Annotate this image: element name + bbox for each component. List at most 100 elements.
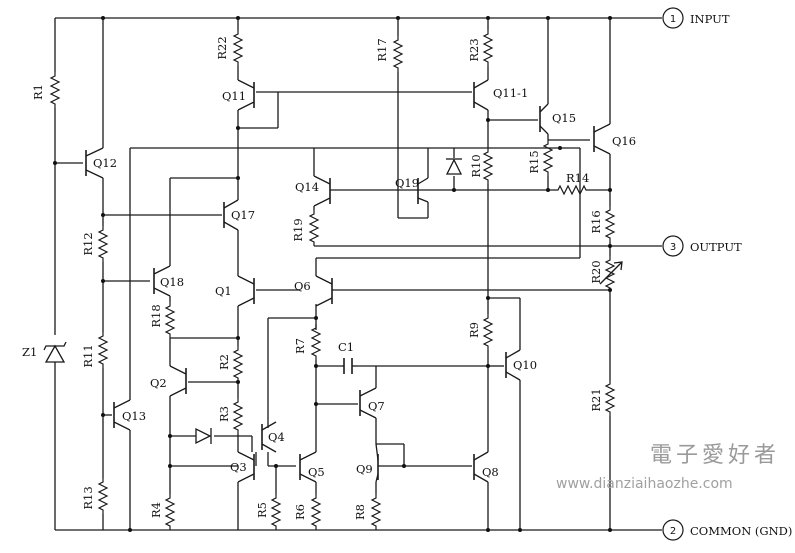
label-q3: Q3: [230, 460, 247, 474]
label-r10: R10: [469, 154, 483, 177]
label-r6: R6: [293, 504, 307, 520]
r6-resistor: [311, 493, 321, 531]
r22-resistor: [233, 29, 243, 67]
r17-resistor: [393, 35, 403, 73]
label-z1: Z1: [22, 345, 37, 359]
label-q15: Q15: [552, 111, 576, 125]
r5-resistor: [271, 493, 281, 531]
r15-resistor: [543, 139, 553, 177]
q11-transistor: [237, 79, 255, 111]
label-r21: R21: [589, 388, 603, 411]
q5-transistor: [299, 451, 317, 483]
label-r9: R9: [467, 322, 481, 338]
label-r11: R11: [81, 344, 95, 367]
q6-transistor: [315, 275, 333, 307]
r18-resistor: [165, 301, 175, 339]
r12-resistor: [98, 225, 108, 263]
input-pin-label: INPUT: [690, 12, 730, 26]
watermark: 電子愛好者 www.dianziaihaozhe.com: [556, 443, 780, 492]
label-q11-1: Q11-1: [493, 86, 528, 100]
label-q16: Q16: [612, 134, 636, 148]
q18-column-wiring: [169, 177, 252, 494]
q15-transistor: [539, 103, 549, 135]
label-r22: R22: [215, 36, 229, 59]
junction-dots: [53, 16, 612, 532]
c1-capacitor: [342, 358, 358, 374]
label-r1: R1: [31, 84, 45, 100]
label-r12: R12: [81, 232, 95, 255]
label-q12: Q12: [93, 156, 117, 170]
q9-transistor: [375, 443, 379, 483]
label-q4: Q4: [268, 430, 285, 444]
label-r17: R17: [375, 38, 389, 61]
component-labels: R1 R22 R17 R23 R10 R15 R16 R20 R21 R12 R…: [22, 36, 636, 520]
label-r14: R14: [566, 171, 589, 185]
r14-resistor: [553, 185, 591, 195]
q17-transistor: [223, 199, 239, 231]
q3-transistor: [237, 451, 255, 483]
label-r18: R18: [149, 304, 163, 327]
common-pin: 2 COMMON (GND): [662, 519, 792, 541]
label-r7: R7: [293, 338, 307, 354]
q6-column-wiring: [313, 148, 610, 494]
diode-q19: [445, 158, 463, 175]
q18-transistor: [153, 265, 171, 297]
label-q2: Q2: [150, 376, 167, 390]
r9-resistor: [483, 313, 493, 351]
label-q14: Q14: [295, 180, 319, 194]
left-column-wiring: [54, 18, 560, 530]
common-pin-label: COMMON (GND): [690, 524, 792, 538]
r8-resistor: [371, 493, 381, 531]
label-r3: R3: [217, 406, 231, 422]
input-pin: 1 INPUT: [662, 7, 730, 29]
label-q8: Q8: [482, 465, 499, 479]
label-r5: R5: [255, 502, 269, 518]
q19-wiring: [397, 18, 554, 219]
q2-transistor: [169, 365, 187, 397]
q19-transistor: [417, 177, 429, 204]
label-q19: Q19: [395, 176, 419, 190]
r1-resistor: [50, 71, 60, 109]
label-q11: Q11: [222, 89, 246, 103]
label-r8: R8: [353, 504, 367, 520]
common-pin-number: 2: [670, 526, 676, 537]
label-q6: Q6: [294, 279, 311, 293]
r16-resistor: [605, 205, 615, 243]
q7-transistor: [359, 387, 377, 419]
z1-zener-diode: [43, 341, 67, 363]
label-r15: R15: [527, 150, 541, 173]
q10-transistor: [505, 349, 521, 381]
label-r16: R16: [589, 210, 603, 233]
q1-transistor: [237, 275, 255, 307]
q14-transistor: [313, 175, 331, 207]
central-column-wiring: [237, 18, 472, 530]
q11-1-transistor: [473, 79, 489, 111]
r4-resistor: [165, 493, 175, 531]
r21-resistor: [605, 379, 615, 417]
label-q18: Q18: [160, 275, 184, 289]
r10-resistor: [483, 147, 493, 185]
r3-resistor: [233, 397, 243, 435]
label-r20: R20: [589, 260, 603, 283]
r19-resistor: [309, 209, 319, 247]
r2-resistor: [233, 345, 243, 383]
label-r23: R23: [467, 38, 481, 61]
watermark-chinese: 電子愛好者: [650, 443, 780, 468]
output-stage-wiring: [547, 18, 662, 530]
label-r4: R4: [149, 502, 163, 518]
label-q9: Q9: [356, 462, 373, 476]
label-q17: Q17: [231, 208, 255, 222]
label-r2: R2: [217, 354, 231, 370]
label-r13: R13: [81, 486, 95, 509]
label-q7: Q7: [368, 399, 385, 413]
watermark-url: www.dianziaihaozhe.com: [556, 476, 733, 492]
output-pin: 3 OUTPUT: [662, 235, 742, 257]
r11-resistor: [98, 331, 108, 369]
diode-q4: [195, 427, 212, 445]
q16-transistor: [593, 123, 611, 155]
q8-transistor: [473, 451, 489, 483]
r20-adjust-arrow: [599, 261, 623, 285]
label-q5: Q5: [308, 465, 325, 479]
label-q10: Q10: [513, 358, 537, 372]
